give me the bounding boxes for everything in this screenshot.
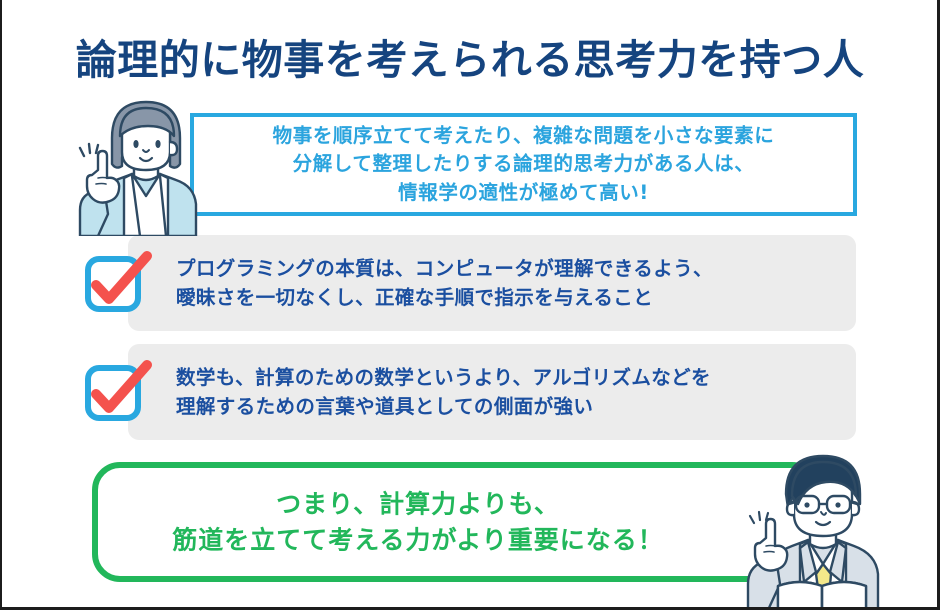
man-with-book-illustration [742, 432, 894, 610]
woman-pointing-illustration [62, 86, 214, 236]
conclusion-text: つまり、計算力よりも、 筋道を立てて考える力がより重要になる！ [172, 489, 664, 555]
checkmark-icon-1 [85, 251, 152, 312]
checklist-card-1-text: プログラミングの本質は、コンピュータが理解できるよう、 曖昧さを一切なくし、正確… [176, 256, 713, 309]
intro-callout-text: 物事を順序立てて考えたり、複雑な問題を小さな要素に 分解して整理したりする論理的… [272, 124, 775, 204]
checklist-card-2: 数学も、計算のための数学というより、アルゴリズムなどを 理解するための言葉や道具… [128, 344, 856, 440]
checklist-card-1: プログラミングの本質は、コンピュータが理解できるよう、 曖昧さを一切なくし、正確… [128, 235, 856, 331]
conclusion-box: つまり、計算力よりも、 筋道を立てて考える力がより重要になる！ [92, 462, 820, 582]
frame-edge-left [0, 0, 2, 610]
intro-callout-box: 物事を順序立てて考えたり、複雑な問題を小さな要素に 分解して整理したりする論理的… [190, 113, 857, 216]
frame-edge-right [937, 0, 940, 610]
checkmark-icon-2 [85, 360, 152, 421]
page-title: 論理的に物事を考えられる思考力を持つ人 [75, 36, 865, 84]
checklist-card-2-text: 数学も、計算のための数学というより、アルゴリズムなどを 理解するための言葉や道具… [176, 365, 711, 418]
frame-edge-bottom [0, 607, 940, 610]
